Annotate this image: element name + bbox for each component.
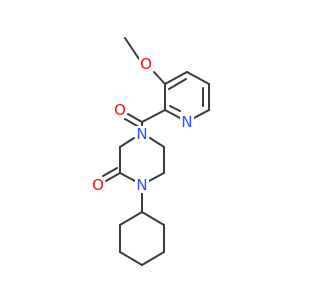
bond-methyl-o: [124, 37, 140, 60]
bond-cy1-cy2: [119, 211, 143, 226]
atom-label-background: [135, 177, 149, 193]
atom-labels: O N O N O N: [91, 55, 194, 194]
bond-cy4-cy5: [141, 251, 165, 266]
bond-c3-c4: [164, 71, 188, 85]
atom-label-background: [113, 102, 127, 118]
atom-o-carbonyl: O: [114, 101, 126, 119]
bond-c6-n: [193, 109, 210, 119]
bonds: [102, 37, 210, 266]
bond-n-c2-inner: [169, 105, 181, 112]
atom-n-piperazine-1: N: [136, 176, 147, 194]
atom-n-piperazine-4: N: [136, 125, 147, 143]
atom-label-background: [135, 126, 149, 142]
bond-o-c3: [153, 71, 166, 85]
bond-carbonyl-o-double: [124, 118, 140, 128]
bond-c2-n1: [119, 172, 136, 182]
bond-c4-c5: [186, 71, 210, 85]
atom-o-methoxy: O: [140, 55, 152, 73]
molecule-structure: O N O N O N: [91, 37, 210, 266]
bond-c2-o: [105, 172, 121, 182]
bond-c6-n1: [148, 172, 165, 182]
bond-n4-c5: [149, 137, 165, 148]
bond-cy6-cy1: [141, 211, 165, 226]
atom-label-background: [180, 114, 194, 130]
bond-c2-carbonyl: [141, 109, 166, 123]
bond-n-c2: [164, 109, 181, 119]
bond-c3-c4-inner: [168, 78, 187, 90]
bond-cy3-cy4: [119, 251, 143, 266]
atom-label-background: [91, 177, 105, 193]
bond-carbonyl-o: [127, 113, 143, 123]
atom-n-pyridine: N: [181, 113, 192, 131]
bond-c2-o-double: [102, 167, 118, 177]
atom-o-lactam: O: [92, 176, 104, 194]
bond-n4-c3: [119, 137, 135, 148]
atom-label-background: [139, 56, 153, 72]
